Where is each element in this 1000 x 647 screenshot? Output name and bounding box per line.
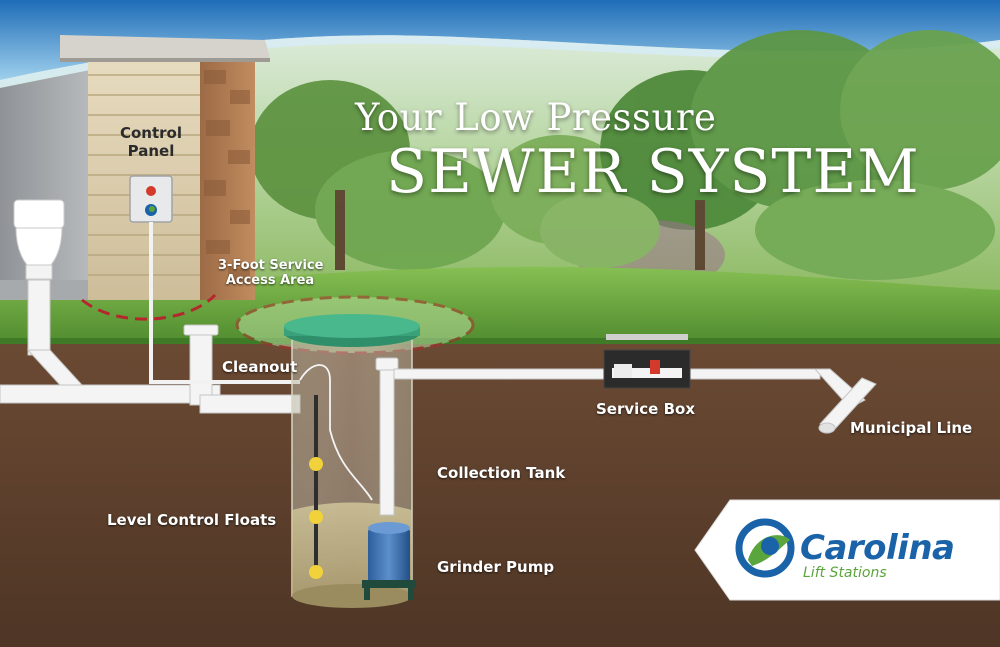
background-trees <box>250 30 1000 290</box>
logo-subtitle: Lift Stations <box>803 565 887 581</box>
service-area-label: 3-Foot Service Access Area <box>218 258 324 288</box>
service-area-label-line1: 3-Foot Service <box>218 258 324 273</box>
title-line-2: SEWER SYSTEM <box>386 137 920 207</box>
service-box-label: Service Box <box>596 400 695 418</box>
level-control-floats-label: Level Control Floats <box>107 511 277 529</box>
service-area-label-line2: Access Area <box>225 273 315 288</box>
control-panel-label: Control Panel <box>118 124 184 160</box>
municipal-line-label: Municipal Line <box>850 419 973 437</box>
grinder-pump-icon <box>362 522 416 600</box>
carolina-logo-icon <box>735 518 795 578</box>
service-box-shape <box>603 334 691 389</box>
logo-badge <box>694 499 1000 601</box>
title-line-1: Your Low Pressure <box>355 96 717 139</box>
control-panel-label-line1: Control <box>119 124 182 142</box>
grinder-pump-label: Grinder Pump <box>437 558 555 576</box>
logo-name: Carolina <box>800 528 955 568</box>
level-float-markers <box>309 457 323 579</box>
control-panel-label-line2: Panel <box>127 142 175 160</box>
collection-tank-label: Collection Tank <box>437 464 566 482</box>
cleanout-label: Cleanout <box>222 358 298 376</box>
control-panel-icon <box>129 175 173 223</box>
toilet-icon <box>13 199 65 280</box>
